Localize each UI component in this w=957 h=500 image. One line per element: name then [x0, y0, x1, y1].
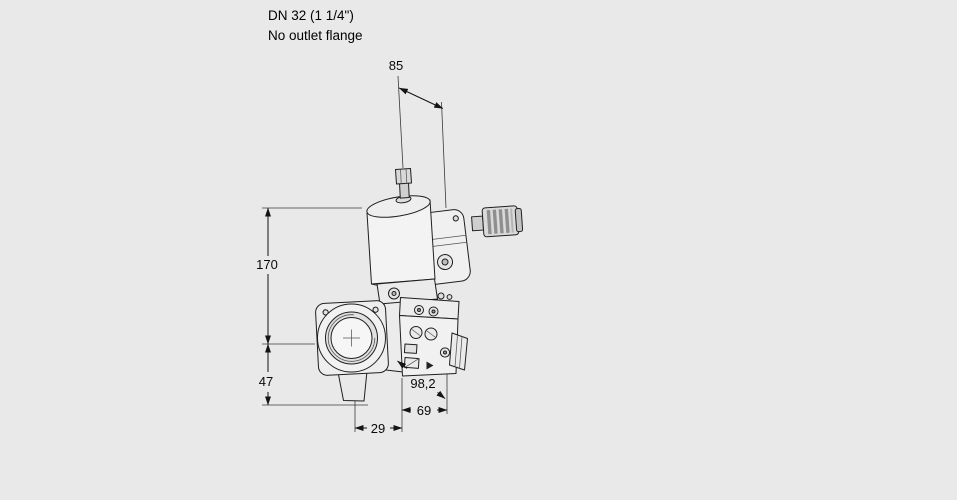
dim-line-85: [398, 87, 444, 109]
connector-plug: [471, 205, 524, 238]
thread-arc: [327, 314, 376, 362]
flow-direction-arrow-icon: [426, 361, 434, 370]
dim-47-label: 47: [259, 374, 273, 389]
dimension-labels: 85 170 47 98,2 69 29: [256, 58, 436, 436]
dim-98-label: 98,2: [410, 376, 435, 391]
dim-85-label: 85: [389, 58, 403, 73]
drawing-header: DN 32 (1 1/4") No outlet flange: [268, 6, 363, 46]
outlet-port: [449, 332, 468, 371]
valve-neck: [376, 278, 453, 305]
dim-69-label: 69: [417, 403, 431, 418]
valve-body: [399, 297, 468, 377]
actuator-cylinder: [366, 195, 436, 288]
inlet-pipe-bottom: [337, 370, 368, 402]
dimension-lines: [265, 87, 448, 431]
dim-29-label: 29: [371, 421, 385, 436]
size-label: DN 32 (1 1/4"): [268, 8, 354, 23]
valve-assembly: [315, 168, 524, 402]
inlet-bore: [317, 303, 386, 373]
dim-line-98: [397, 360, 408, 369]
manual-override-knob: [395, 168, 412, 199]
dim-170-label: 170: [256, 257, 278, 272]
variant-label: No outlet flange: [268, 28, 363, 43]
